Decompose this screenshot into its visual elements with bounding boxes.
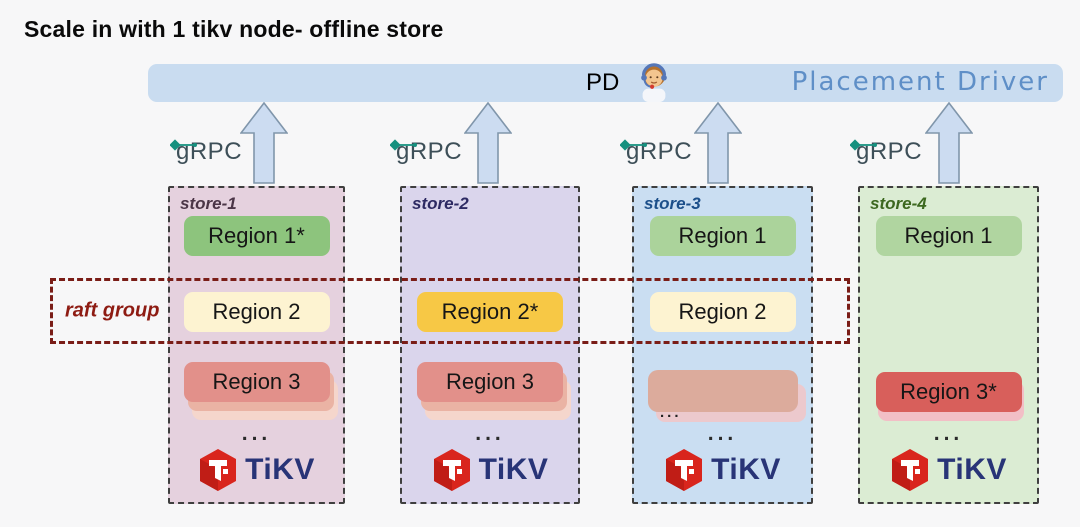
grpc-logo-icon bbox=[169, 131, 200, 159]
store-1-region-1: Region 1* bbox=[183, 216, 330, 256]
store-3-region-2: Region 2 bbox=[649, 292, 796, 332]
tikv-cube-icon bbox=[892, 449, 929, 491]
store-1-region-3: Region 3 bbox=[183, 362, 330, 402]
store-2-label: store-2 bbox=[412, 194, 469, 213]
support-agent-emoji bbox=[635, 60, 673, 109]
arrow-up-store-3 bbox=[694, 102, 742, 184]
tikv-wordmark: TiKV bbox=[937, 453, 1007, 486]
more-regions-ellipsis: ... bbox=[707, 422, 738, 445]
grpc-text: gRPC bbox=[176, 138, 243, 165]
store-2-box: store-2 Region 2* Region 3 ... TiKV bbox=[400, 186, 580, 504]
store-1-region-2: Region 2 bbox=[183, 292, 330, 332]
store-3-box: store-3 Region 1 Region 2 ... ... TiKV bbox=[632, 186, 813, 504]
store-4-box: store-4 Region 1 Region 3* ... TiKV bbox=[858, 186, 1039, 504]
tikv-wordmark: TiKV bbox=[711, 453, 781, 486]
arrow-up-store-1 bbox=[240, 102, 288, 184]
more-regions-ellipsis: ... bbox=[933, 422, 964, 445]
grpc-logo-icon bbox=[849, 131, 880, 159]
store-4-label: store-4 bbox=[870, 194, 927, 213]
offline-region-ellipsis: ... bbox=[660, 404, 682, 421]
store-4-region-3: Region 3* bbox=[875, 372, 1022, 412]
tikv-wordmark: TiKV bbox=[245, 453, 315, 486]
raft-group-label: raft group bbox=[65, 299, 160, 322]
arrow-up-store-2 bbox=[464, 102, 512, 184]
placement-driver-label: Placement Driver bbox=[791, 67, 1049, 97]
tikv-cube-icon bbox=[433, 449, 470, 491]
grpc-text: gRPC bbox=[856, 138, 923, 165]
grpc-label-store-4: gRPC bbox=[849, 138, 923, 172]
tikv-logo: TiKV bbox=[170, 448, 343, 492]
pd-label: PD bbox=[586, 69, 620, 96]
store-2-region-3: Region 3 bbox=[417, 362, 563, 402]
arrow-up-store-4 bbox=[925, 102, 973, 184]
more-regions-ellipsis: ... bbox=[475, 422, 505, 445]
grpc-text: gRPC bbox=[396, 138, 463, 165]
tikv-logo: TiKV bbox=[860, 448, 1037, 492]
tikv-wordmark: TiKV bbox=[478, 453, 549, 486]
store-3-region-1: Region 1 bbox=[649, 216, 796, 256]
grpc-logo-icon bbox=[619, 131, 650, 159]
placement-driver-bar: PD Placement Driver bbox=[148, 63, 1063, 102]
store-1-box: store-1 Region 1* Region 2 Region 3 ... … bbox=[168, 186, 345, 504]
tikv-cube-icon bbox=[200, 449, 237, 491]
grpc-text: gRPC bbox=[626, 138, 693, 165]
more-regions-ellipsis: ... bbox=[241, 422, 272, 445]
tikv-logo: TiKV bbox=[634, 448, 811, 492]
store-2-region-2: Region 2* bbox=[417, 292, 563, 332]
grpc-logo-icon bbox=[389, 131, 420, 159]
store-1-label: store-1 bbox=[180, 194, 237, 213]
grpc-label-store-3: gRPC bbox=[619, 138, 693, 172]
grpc-label-store-1: gRPC bbox=[169, 138, 243, 172]
store-4-region-1: Region 1 bbox=[875, 216, 1022, 256]
store-3-label: store-3 bbox=[644, 194, 701, 213]
tikv-logo: TiKV bbox=[402, 448, 578, 492]
page-title: Scale in with 1 tikv node- offline store bbox=[24, 16, 444, 42]
store-3-region-3-offline bbox=[647, 370, 798, 412]
grpc-label-store-2: gRPC bbox=[389, 138, 463, 172]
tikv-cube-icon bbox=[666, 449, 703, 491]
